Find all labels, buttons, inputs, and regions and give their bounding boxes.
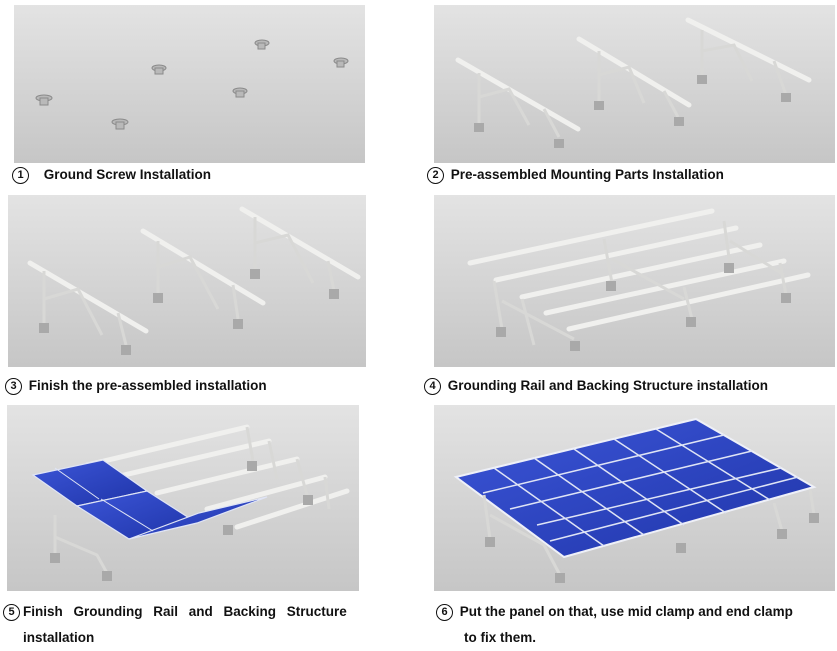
step-2-text: Pre-assembled Mounting Parts Installatio… bbox=[450, 167, 724, 182]
step-3-caption: 3 Finish the pre-assembled installation bbox=[5, 378, 267, 395]
step-1-image bbox=[14, 5, 365, 163]
step-5-number: 5 bbox=[3, 604, 20, 621]
step-1-caption: 1 Ground Screw Installation bbox=[12, 167, 211, 184]
step-5-text: Finish Grounding Rail and Backing Struct… bbox=[23, 604, 347, 619]
step-6-text-line2: to fix them. bbox=[464, 630, 537, 645]
step-5-image bbox=[7, 405, 359, 591]
step-4-number: 4 bbox=[424, 378, 441, 395]
step-3-number: 3 bbox=[5, 378, 22, 395]
step-4-text: Grounding Rail and Backing Structure ins… bbox=[447, 378, 769, 393]
step-3-image bbox=[8, 195, 366, 367]
step-1-text: Ground Screw Installation bbox=[43, 167, 212, 182]
step-6-number: 6 bbox=[436, 604, 453, 621]
step-4-caption: 4 Grounding Rail and Backing Structure i… bbox=[424, 378, 768, 395]
step-6-caption: 6 Put the panel on that, use mid clamp a… bbox=[436, 599, 836, 651]
step-5-text-line2: installation bbox=[23, 630, 95, 645]
step-2-number: 2 bbox=[427, 167, 444, 184]
step-1-number: 1 bbox=[12, 167, 29, 184]
step-6-text: Put the panel on that, use mid clamp and… bbox=[459, 604, 793, 619]
step-4-image bbox=[434, 195, 835, 367]
step-6-image bbox=[434, 405, 835, 591]
step-2-caption: 2 Pre-assembled Mounting Parts Installat… bbox=[427, 167, 724, 184]
step-3-text: Finish the pre-assembled installation bbox=[28, 378, 267, 393]
step-2-image bbox=[434, 5, 835, 163]
